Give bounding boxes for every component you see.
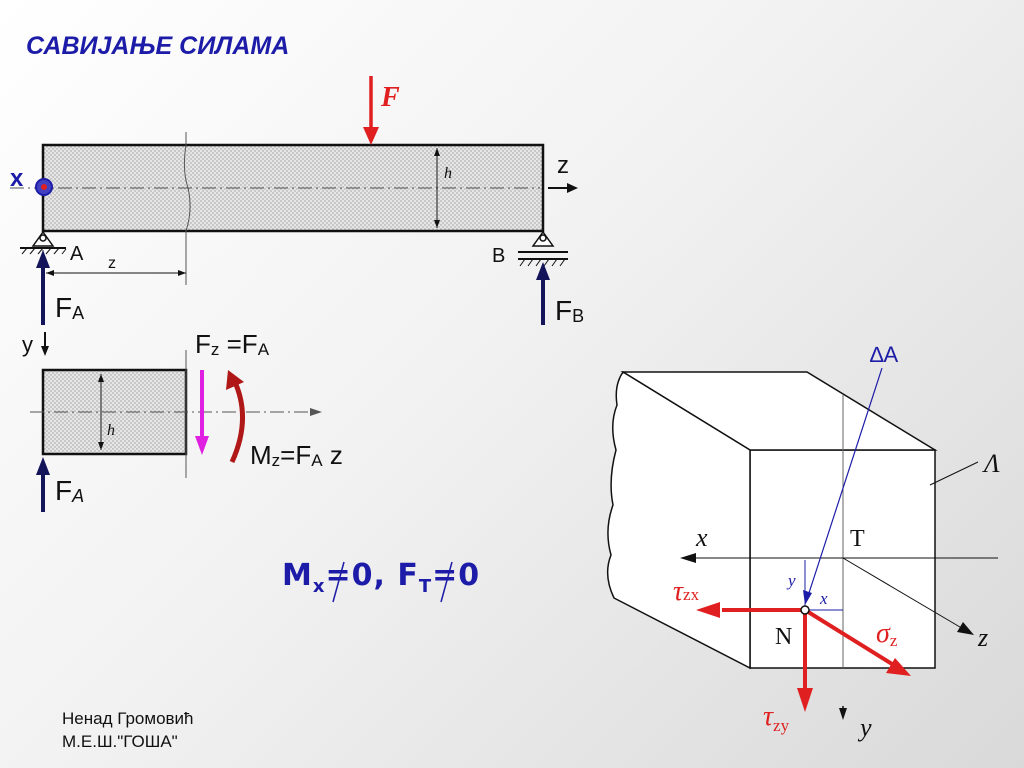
z-axis-label: z (557, 152, 569, 179)
element-x-label: x (695, 523, 708, 552)
element-z-axis (842, 557, 966, 631)
section-height-label: h (107, 422, 115, 439)
element-side-face (606, 370, 751, 670)
centroid-label: T (850, 526, 865, 552)
reaction-a-label: FA (55, 292, 84, 323)
element-y-label: y (857, 713, 872, 742)
beam-diagram: h F z x A (10, 76, 584, 326)
support-a-label: A (70, 243, 84, 265)
section-cut-line (183, 132, 191, 285)
element-diagram: x z y T Λ ∆A y x (606, 342, 1000, 742)
section-reaction-label: FA (55, 475, 84, 506)
slide-title: САВИЈАЊЕ СИЛАМА (26, 32, 290, 60)
delta-a-pointer (807, 367, 883, 597)
tau-zy-label: τzy (763, 701, 790, 735)
shear-label: Fz =FA (195, 329, 270, 359)
coord-x-label: x (819, 589, 828, 608)
z-axis-arrow (567, 183, 578, 193)
moment-label: Mz=FA z (250, 440, 343, 470)
y-axis-label: y (22, 332, 33, 357)
sigma-z-arrow (803, 608, 894, 666)
equilibrium-conditions: Mx=0, FT=0 (282, 558, 481, 597)
sigma-z-label: σz (876, 618, 898, 650)
support-b-label: B (492, 245, 505, 267)
author-name: Ненад Громовић (62, 709, 194, 728)
coord-y-label: y (786, 571, 796, 590)
element-z-label: z (977, 623, 988, 652)
author-school: М.Е.Ш."ГОША" (62, 732, 178, 751)
section-axis-arrow (310, 408, 322, 416)
support-a-pin-icon (20, 230, 67, 255)
delta-a-label: ∆A (870, 342, 898, 367)
reaction-b-label: FB (555, 295, 584, 326)
element-y-axis-arrow (839, 708, 847, 720)
x-axis-label: x (10, 165, 24, 192)
section-diagram: y h Fz =FA Mz=FA z FA (22, 329, 343, 512)
author-block: Ненад Громовић М.Е.Ш."ГОША" (62, 707, 194, 753)
y-axis-arrow (41, 346, 49, 356)
cross-section-label: Λ (981, 449, 1000, 478)
point-n-marker (800, 605, 810, 615)
point-n-label: N (775, 624, 792, 650)
support-b-roller-icon (518, 230, 568, 267)
tau-zx-label: τzx (673, 576, 700, 607)
height-label: h (444, 165, 452, 182)
distance-label: z (108, 255, 116, 272)
moment-arrow (229, 378, 245, 464)
force-label: F (380, 82, 400, 113)
